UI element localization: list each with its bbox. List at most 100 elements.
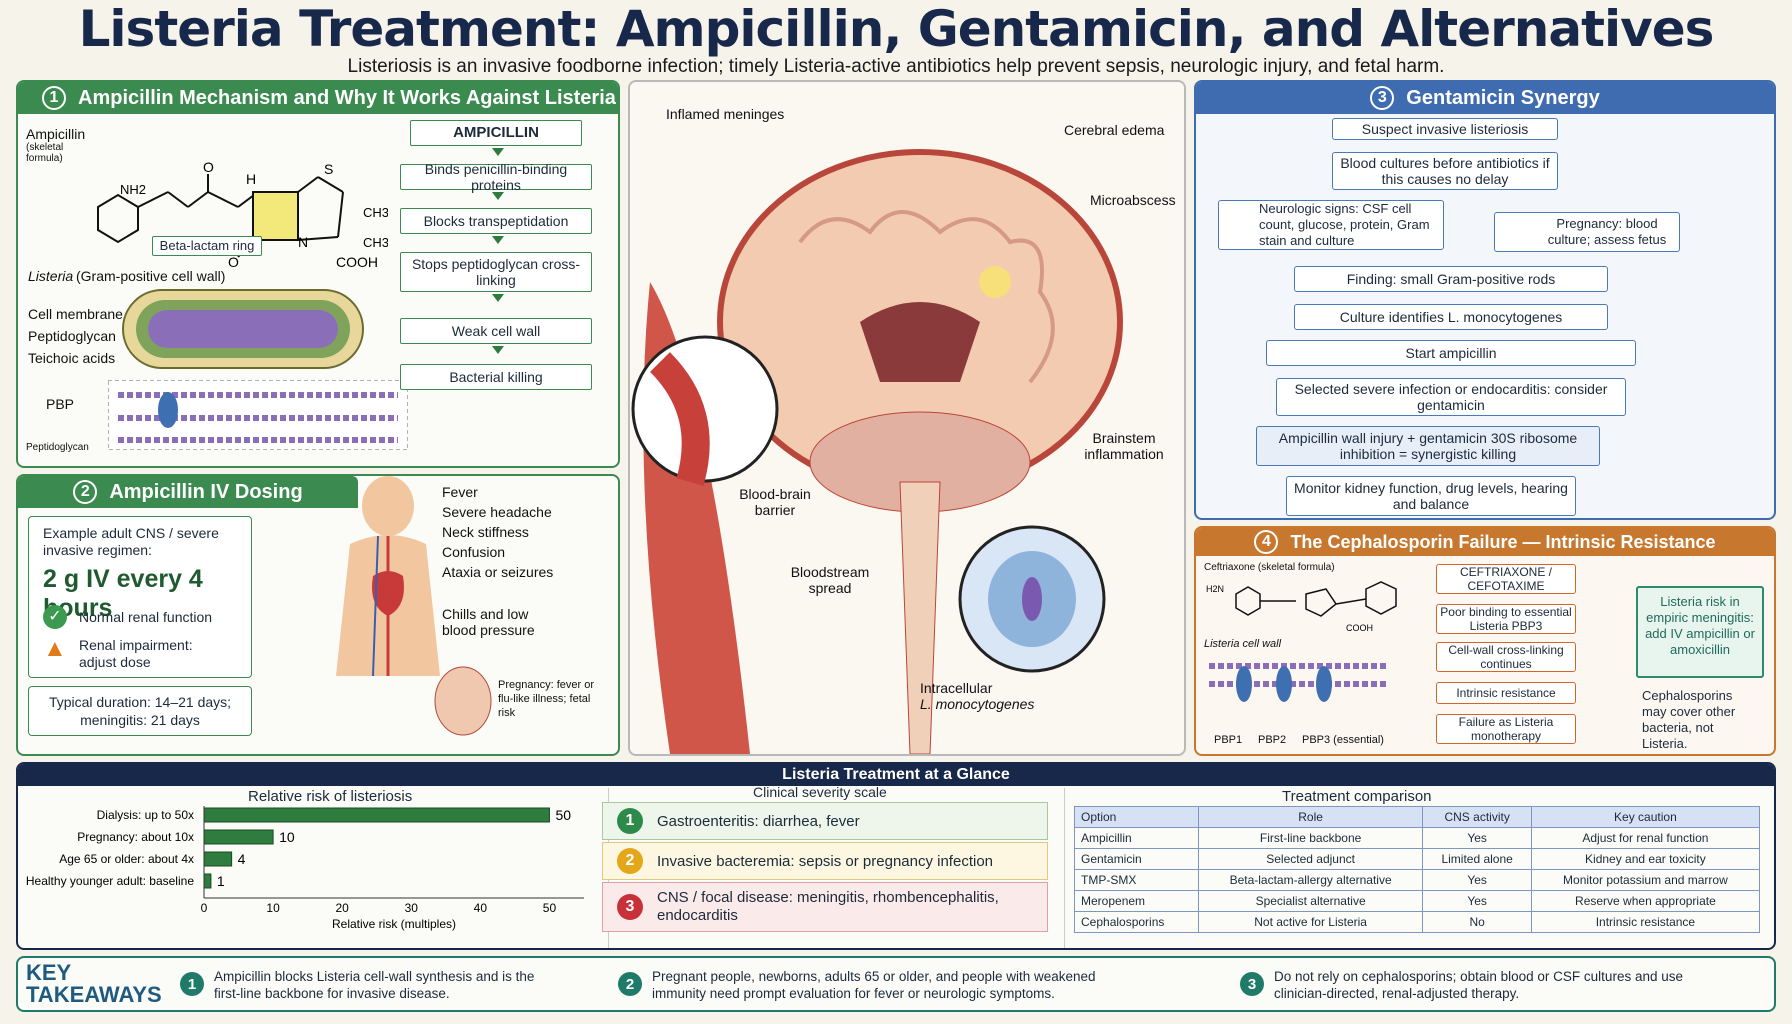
warning-icon: ▲: [43, 635, 67, 662]
panel-title: Ampicillin IV Dosing: [109, 480, 303, 503]
panel-ampicillin-mechanism: 1 Ampicillin Mechanism and Why It Works …: [16, 80, 620, 468]
bar: [203, 807, 550, 823]
severity-3: 3 CNS / focal disease: meningitis, rhomb…: [602, 882, 1048, 932]
beta-lactam-label: Beta-lactam ring: [152, 236, 262, 256]
panel-ampicillin-dosing: 2 Ampicillin IV Dosing Example adult CNS…: [16, 474, 620, 756]
takeaway-text: Pregnant people, newborns, adults 65 or …: [652, 969, 1096, 1001]
risk-note: Listeria risk in empiric meningitis: add…: [1636, 586, 1764, 678]
panel-number: 1: [42, 86, 66, 110]
other-note: Cephalosporins may cover other bacteria,…: [1642, 688, 1736, 751]
step-pregnancy: Pregnancy: blood culture; assess fetus: [1494, 212, 1680, 252]
severity-1: 1 Gastroenteritis: diarrhea, fever: [602, 802, 1048, 840]
ampicillin-sub: (skeletal formula): [26, 142, 64, 164]
takeaway-number: 3: [1240, 972, 1264, 996]
cell-label-peptidoglycan: Peptidoglycan: [28, 328, 116, 344]
table-cell: Gentamicin: [1074, 848, 1199, 870]
panel-key-takeaways: KEY TAKEAWAYS 1 Ampicillin blocks Lister…: [16, 956, 1776, 1012]
table-cell: First-line backbone: [1197, 827, 1424, 849]
panel-at-a-glance: Listeria Treatment at a Glance Relative …: [16, 762, 1776, 950]
panel-header: 1 Ampicillin Mechanism and Why It Works …: [18, 82, 618, 114]
tick-label: 30: [405, 901, 419, 915]
cell-wall-label: Listeria cell wall: [1204, 638, 1282, 650]
comparison-table-wrap: Option Role CNS activity Key caution Amp…: [1074, 806, 1761, 933]
brain-illustration: [631, 149, 1123, 754]
severity-number: 2: [617, 848, 643, 874]
severity-2: 2 Invasive bacteremia: sepsis or pregnan…: [602, 842, 1048, 880]
pbp3: PBP3 (essential): [1302, 734, 1384, 746]
table-cell: Beta-lactam-allergy alternative: [1197, 869, 1424, 891]
severity-number: 1: [617, 808, 643, 834]
tick-label: 50: [543, 901, 557, 915]
table-cell: Ampicillin: [1074, 827, 1199, 849]
step-synergy: Ampicillin wall injury + gentamicin 30S …: [1256, 426, 1600, 466]
bar: [203, 851, 233, 867]
atom-o1: O: [203, 159, 214, 175]
panel-header: 4 The Cephalosporin Failure — Intrinsic …: [1196, 528, 1774, 556]
atom-ch3a: CH3: [363, 205, 388, 220]
label-cerebral-edema: Cerebral edema: [1064, 122, 1165, 138]
ceph-step-3: Cell-wall cross-linking continues: [1436, 642, 1576, 672]
takeaway-text: Ampicillin blocks Listeria cell-wall syn…: [214, 969, 535, 1001]
symptom-headache: Severe headache: [442, 504, 552, 520]
cell-wall-illustration: [1209, 663, 1389, 702]
panel-number: 3: [1370, 86, 1395, 110]
panel-cephalosporin-failure: 4 The Cephalosporin Failure — Intrinsic …: [1194, 526, 1776, 756]
cell-label-membrane: Cell membrane: [28, 306, 123, 322]
atom-h: H: [246, 171, 256, 187]
normal-renal: Normal renal function: [79, 609, 213, 625]
ceftriaxone-label: Ceftriaxone (skeletal formula): [1204, 562, 1335, 573]
value-label: 1: [217, 873, 225, 889]
panel-gentamicin-synergy: 3 Gentamicin Synergy Suspect invasive li…: [1194, 80, 1776, 520]
label-bbb: Blood-brain barrier: [739, 486, 811, 518]
ceph-step-5: Failure as Listeria monotherapy: [1436, 714, 1576, 744]
table-cell: Selected adjunct: [1197, 848, 1424, 870]
header-cell: Role: [1197, 806, 1424, 828]
takeaways-label: KEY TAKEAWAYS: [26, 960, 162, 1007]
header-cell: Key caution: [1530, 806, 1761, 828]
panel-number: 2: [73, 480, 98, 504]
chart-title: Relative risk of listeriosis: [248, 788, 413, 805]
tick-label: 40: [474, 901, 488, 915]
step-start-ampicillin: Start ampicillin: [1266, 340, 1636, 366]
ceftriaxone-structure: H2N COOH: [1206, 581, 1397, 633]
body-illustration: [336, 476, 492, 736]
atom-h2n: H2N: [1206, 584, 1224, 594]
ampicillin-structure: NH2 O H S CH3 CH3 N O COOH: [97, 159, 388, 270]
takeaway-number: 1: [180, 972, 204, 996]
x-axis-label: Relative risk (multiples): [332, 917, 456, 931]
panel-title: Ampicillin Mechanism and Why It Works Ag…: [78, 86, 616, 109]
symptom-ataxia: Ataxia or seizures: [442, 564, 554, 580]
ceph-step-1: CEFTRIAXONE / CEFOTAXIME: [1436, 564, 1576, 594]
symptom-neck: Neck stiffness: [442, 524, 529, 540]
flow-step-3: Blocks transpeptidation: [400, 208, 592, 234]
symptom-fever: Fever: [442, 484, 478, 500]
label-inflamed-meninges: Inflamed meninges: [666, 106, 785, 122]
atom-n: N: [298, 234, 308, 250]
tick-label: 20: [336, 901, 350, 915]
severity-text: CNS / focal disease: meningitis, rhomben…: [657, 889, 999, 924]
step-neuro: Neurologic signs: CSF cell count, glucos…: [1218, 200, 1444, 250]
value-label: 50: [555, 807, 571, 823]
ceph-step-4: Intrinsic resistance: [1436, 682, 1576, 704]
cell-label-teichoic: Teichoic acids: [28, 350, 116, 366]
severity-number: 3: [617, 894, 643, 920]
step-suspect: Suspect invasive listeriosis: [1332, 118, 1558, 140]
table-cell: Yes: [1422, 890, 1532, 912]
takeaway-text: Do not rely on cephalosporins; obtain bl…: [1274, 969, 1683, 1001]
category-label: Pregnancy: about 10x: [77, 830, 194, 844]
label-brainstem: Brainstem inflammation: [1084, 430, 1164, 462]
pbp1: PBP1: [1214, 734, 1243, 746]
table-cell: Intrinsic resistance: [1530, 911, 1761, 933]
table-header-row: Option Role CNS activity Key caution: [1074, 806, 1761, 828]
ceph-step-2: Poor binding to essential Listeria PBP3: [1436, 604, 1576, 634]
step-gram: Finding: small Gram-positive rods: [1294, 266, 1608, 292]
panel-brain-illustration: Inflamed meninges Cerebral edema Microab…: [628, 80, 1186, 756]
header-cell: Option: [1074, 806, 1199, 828]
panel-header: 2 Ampicillin IV Dosing: [18, 476, 358, 508]
takeaway-number: 2: [618, 972, 642, 996]
table-cell: Yes: [1422, 827, 1532, 849]
table-cell: Kidney and ear toxicity: [1530, 848, 1761, 870]
renal-impairment: Renal impairment: adjust dose: [79, 637, 193, 670]
regimen-box: Example adult CNS / severe invasive regi…: [28, 516, 252, 678]
